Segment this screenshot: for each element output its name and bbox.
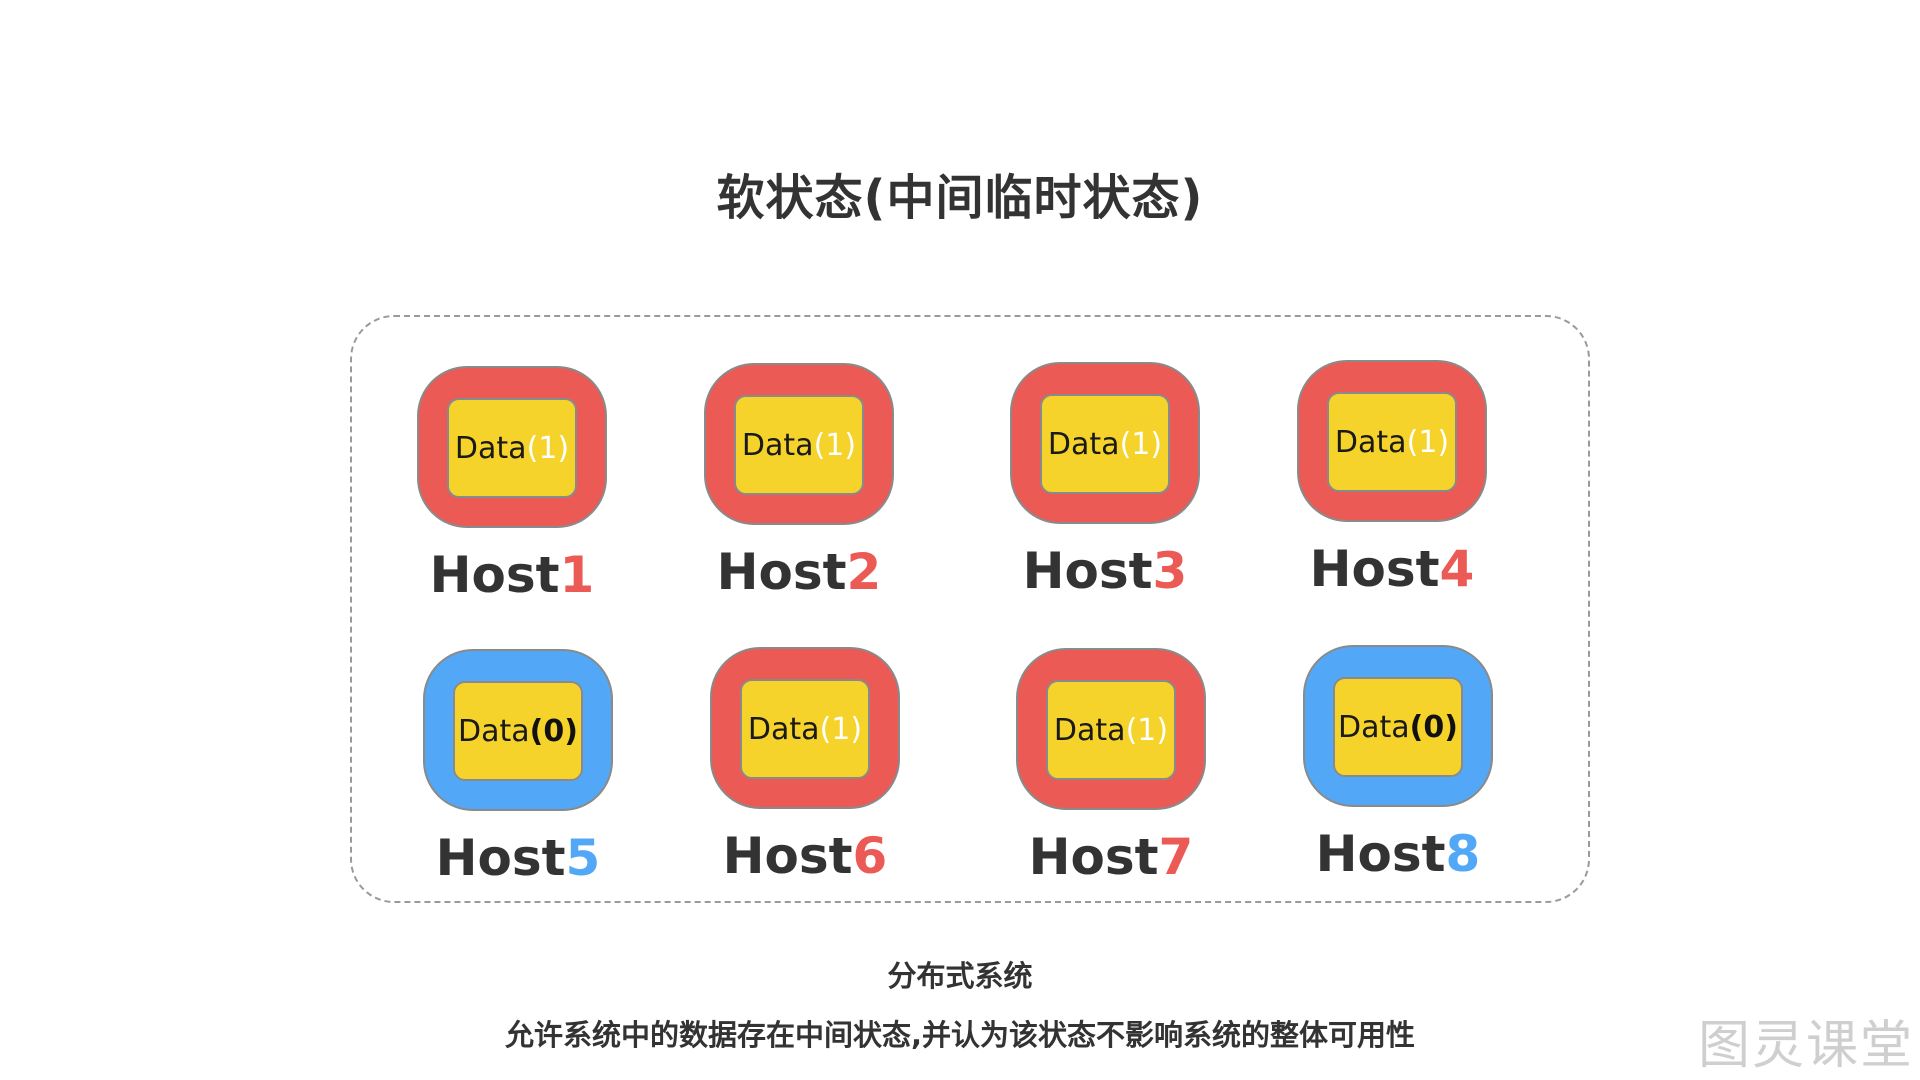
host-box: Data(1) <box>704 363 894 525</box>
host-label: Host3 <box>1010 542 1200 600</box>
host-label: Host7 <box>1016 828 1206 886</box>
host-number: 2 <box>846 543 882 601</box>
data-box: Data(1) <box>734 395 864 495</box>
host-box: Data(1) <box>417 366 607 528</box>
data-label: Data <box>747 711 820 747</box>
host-number: 8 <box>1445 825 1481 883</box>
data-box: Data(1) <box>1046 680 1176 780</box>
host-label: Host2 <box>704 543 894 601</box>
host-label: Host4 <box>1297 540 1487 598</box>
host-name: Host <box>1309 540 1440 598</box>
host-box: Data(1) <box>1297 360 1487 522</box>
host-name: Host <box>435 829 566 887</box>
data-value: (1) <box>813 427 857 463</box>
data-box: Data(1) <box>740 679 870 779</box>
host-box: Data(1) <box>1010 362 1200 524</box>
data-value: (0) <box>1409 709 1458 745</box>
host-node-2: Data(1) Host2 <box>704 363 894 601</box>
data-box: Data(1) <box>447 398 577 498</box>
data-label: Data <box>741 427 814 463</box>
data-value: (1) <box>1119 426 1163 462</box>
host-name: Host <box>1315 825 1446 883</box>
host-node-7: Data(1) Host7 <box>1016 648 1206 886</box>
host-name: Host <box>716 543 847 601</box>
host-box: Data(1) <box>710 647 900 809</box>
host-name: Host <box>1022 542 1153 600</box>
host-label: Host1 <box>417 546 607 604</box>
host-name: Host <box>722 827 853 885</box>
host-node-4: Data(1) Host4 <box>1297 360 1487 598</box>
host-node-6: Data(1) Host6 <box>710 647 900 885</box>
caption-title: 分布式系统 <box>887 959 1033 993</box>
host-label: Host5 <box>423 829 613 887</box>
data-label: Data <box>1338 709 1410 745</box>
data-label: Data <box>1053 712 1126 748</box>
data-value: (0) <box>529 713 578 749</box>
caption-description: 允许系统中的数据存在中间状态,并认为该状态不影响系统的整体可用性 <box>504 1018 1416 1052</box>
slide-title: 软状态(中间临时状态) <box>716 170 1204 226</box>
data-label: Data <box>458 713 530 749</box>
data-value: (1) <box>819 711 863 747</box>
host-node-1: Data(1) Host1 <box>417 366 607 604</box>
host-number: 6 <box>852 827 888 885</box>
host-number: 4 <box>1439 540 1475 598</box>
host-label: Host8 <box>1303 825 1493 883</box>
data-value: (1) <box>1406 424 1450 460</box>
data-box: Data(0) <box>453 681 583 781</box>
host-number: 5 <box>565 829 601 887</box>
host-node-5: Data(0) Host5 <box>423 649 613 887</box>
host-node-3: Data(1) Host3 <box>1010 362 1200 600</box>
host-name: Host <box>429 546 560 604</box>
data-value: (1) <box>526 430 570 466</box>
data-label: Data <box>454 430 527 466</box>
host-box: Data(1) <box>1016 648 1206 810</box>
host-label: Host6 <box>710 827 900 885</box>
watermark: 图灵课堂 <box>1697 1016 1914 1076</box>
data-label: Data <box>1047 426 1120 462</box>
data-label: Data <box>1334 424 1407 460</box>
host-node-8: Data(0) Host8 <box>1303 645 1493 883</box>
host-box: Data(0) <box>1303 645 1493 807</box>
host-number: 1 <box>559 546 595 604</box>
data-box: Data(1) <box>1040 394 1170 494</box>
host-number: 3 <box>1152 542 1188 600</box>
host-box: Data(0) <box>423 649 613 811</box>
data-box: Data(1) <box>1327 392 1457 492</box>
distributed-system-boundary: Data(1) Host1 Data(1) Host2 Data(1) <box>350 315 1590 903</box>
data-value: (1) <box>1125 712 1169 748</box>
host-name: Host <box>1028 828 1159 886</box>
host-number: 7 <box>1158 828 1194 886</box>
data-box: Data(0) <box>1333 677 1463 777</box>
